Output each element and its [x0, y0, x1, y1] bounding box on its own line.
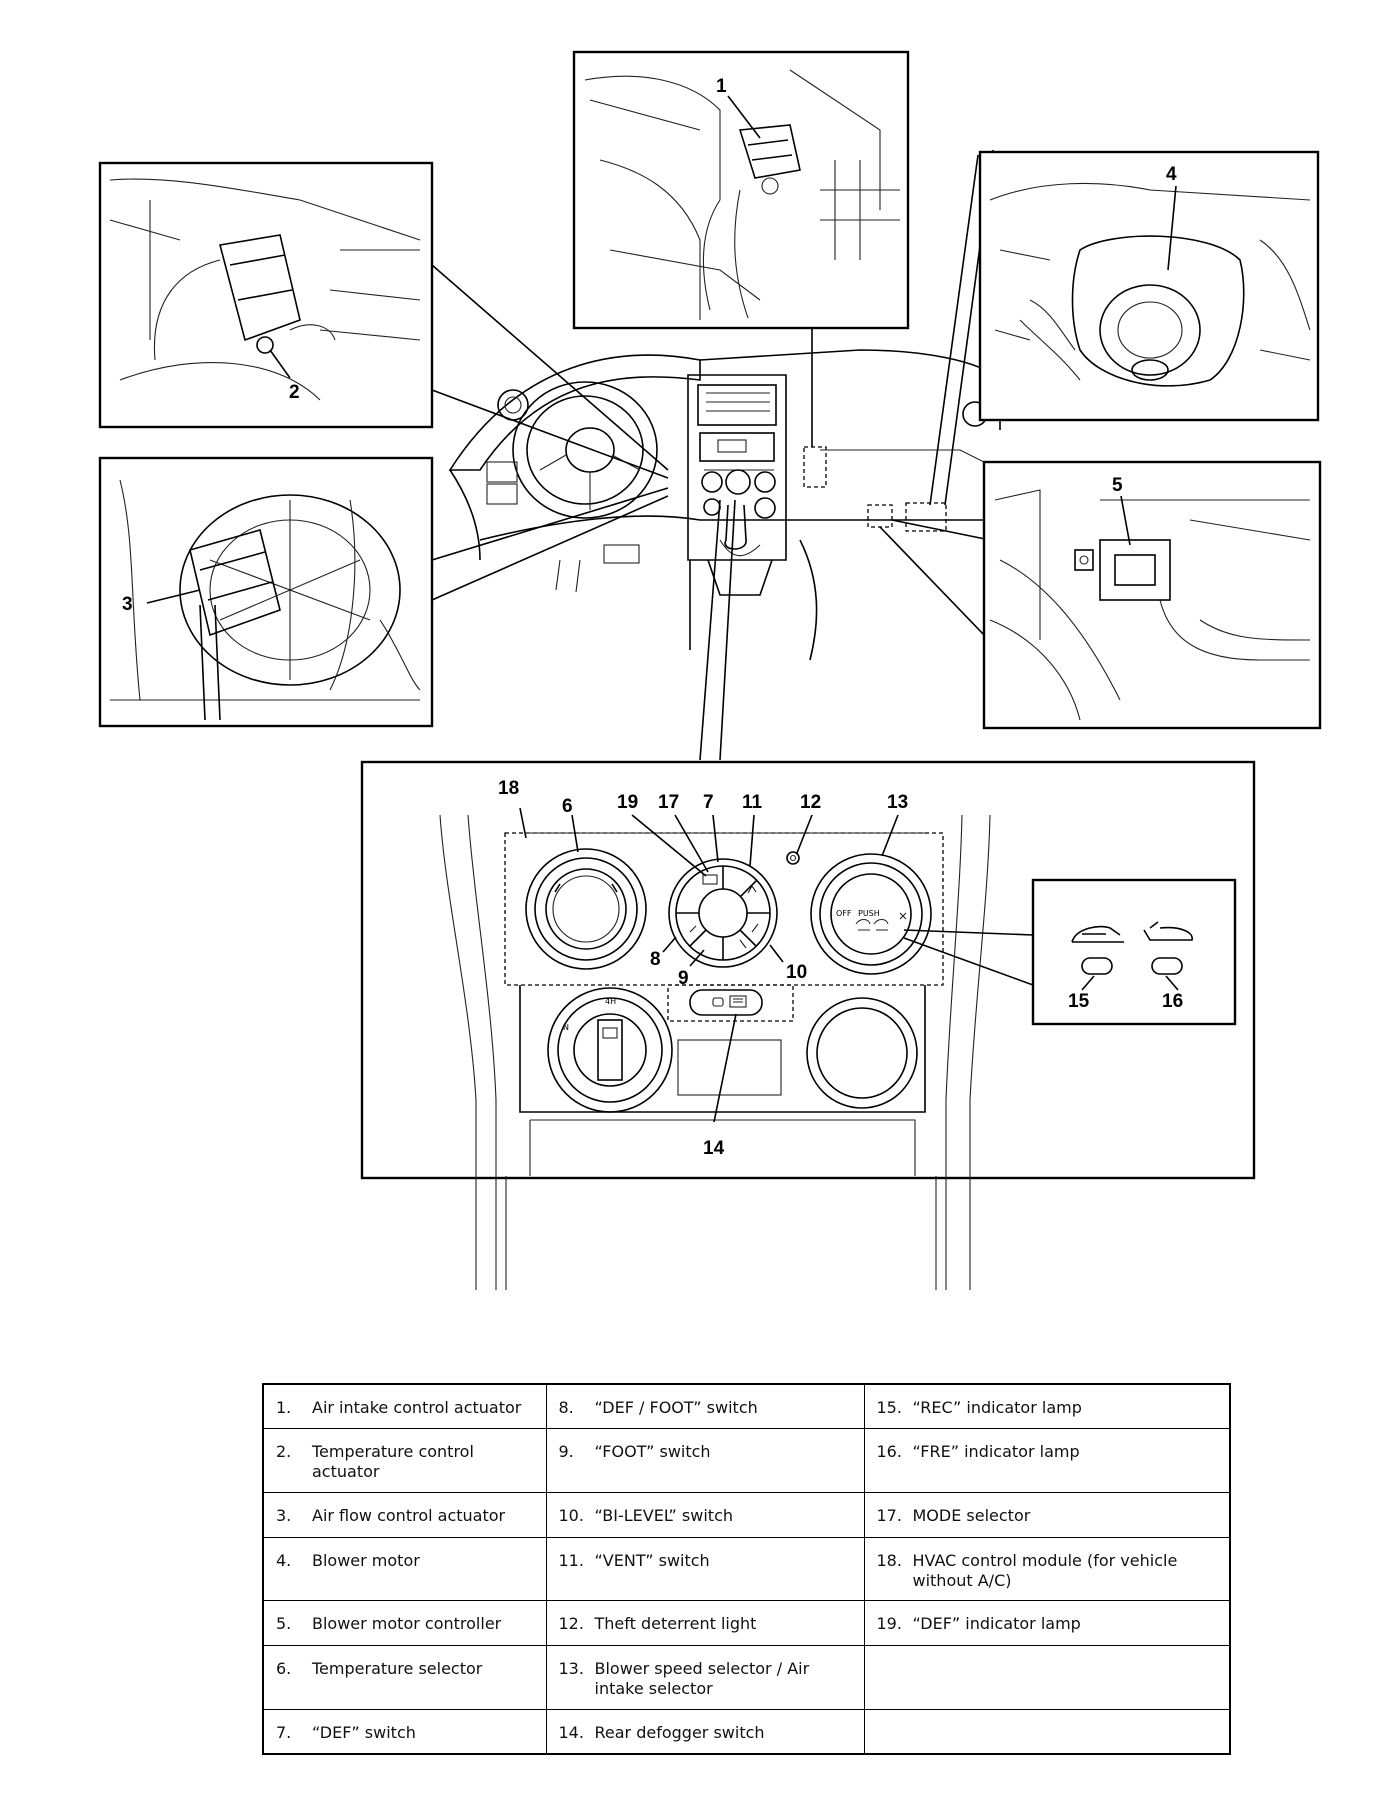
legend-cell: 2. Temperature control actuator	[262, 1428, 547, 1493]
inset-blower-motor: 4	[978, 150, 1320, 422]
legend-row: 2. Temperature control actuator 9. “FOOT” …	[262, 1428, 1231, 1493]
legend-text: “FOOT” switch	[594, 1442, 711, 1462]
legend-text: Blower motor controller	[312, 1614, 502, 1634]
legend-number: 6.	[276, 1659, 292, 1678]
legend-cell: 10. “BI-LEVEL” switch	[545, 1491, 865, 1538]
legend-cell: 5. Blower motor controller	[262, 1600, 547, 1646]
legend-text: “VENT” switch	[594, 1550, 710, 1570]
legend-row: 5. Blower motor controller 12. Theft deter…	[262, 1600, 1231, 1646]
inset-blower-controller: 5	[982, 460, 1322, 730]
legend-text: Temperature selector	[312, 1659, 483, 1678]
legend-number: 14.	[558, 1722, 584, 1742]
legend-cell	[863, 1645, 1231, 1710]
legend-cell: 18. HVAC control module (for vehicle with…	[863, 1536, 1231, 1602]
callout-12: 12	[800, 792, 821, 813]
callout-7: 7	[703, 792, 714, 813]
leader-lines	[431, 149, 994, 761]
legend-cell: 13. Blower speed selector / Air intake se…	[545, 1645, 865, 1710]
legend-cell: 11. “VENT” switch	[545, 1536, 865, 1602]
inset-air-flow-actuator: 3	[98, 456, 434, 728]
legend-number: 15.	[876, 1398, 902, 1417]
legend-row: 7. “DEF” switch 14. Rear defogger switch	[262, 1708, 1231, 1755]
callout-8: 8	[650, 949, 661, 970]
legend-number: 1.	[276, 1398, 292, 1417]
legend-number: 5.	[276, 1614, 292, 1634]
legend-number: 2.	[276, 1442, 292, 1462]
callout-19: 19	[617, 792, 638, 813]
callout-1: 1	[716, 76, 727, 97]
hvac-component-location-diagram: 1 2 3 4	[98, 50, 1322, 1290]
callout-6: 6	[562, 796, 573, 817]
legend-number: 11.	[558, 1550, 584, 1570]
legend-row: 3. Air flow control actuator 10. “BI-LEVEL…	[262, 1491, 1231, 1538]
4h-label: 4H	[605, 997, 616, 1006]
legend-row: 4. Blower motor 11. “VENT” switch 18. HVAC …	[262, 1536, 1231, 1602]
legend-cell: 17. MODE selector	[863, 1491, 1231, 1538]
legend-cell: 19. “DEF” indicator lamp	[863, 1600, 1231, 1646]
callout-2: 2	[289, 382, 300, 403]
legend-text: Air flow control actuator	[312, 1505, 506, 1525]
legend-text: Air intake control actuator	[312, 1398, 522, 1417]
legend-number: 17.	[876, 1505, 902, 1525]
legend-cell: 15. “REC” indicator lamp	[863, 1383, 1231, 1430]
legend-text: Theft deterrent light	[594, 1614, 757, 1634]
inset-air-intake-actuator: 1	[572, 50, 910, 330]
callout-5: 5	[1112, 475, 1123, 496]
push-label: PUSH	[858, 909, 880, 918]
legend-text: “REC” indicator lamp	[912, 1398, 1082, 1417]
component-legend-table: 1. Air intake control actuator 8. “DEF / F…	[262, 1383, 1231, 1755]
callout-13: 13	[887, 792, 908, 813]
callout-9: 9	[678, 968, 689, 989]
legend-number: 3.	[276, 1505, 292, 1525]
callout-10: 10	[786, 962, 807, 983]
legend-number: 9.	[558, 1442, 574, 1462]
legend-cell: 8. “DEF / FOOT” switch	[545, 1383, 865, 1430]
legend-cell: 7. “DEF” switch	[262, 1708, 547, 1755]
legend-cell: 16. “FRE” indicator lamp	[863, 1428, 1231, 1493]
callout-3: 3	[122, 594, 133, 615]
legend-number: 8.	[558, 1398, 574, 1417]
legend-number: 12.	[558, 1614, 584, 1634]
legend-cell	[863, 1708, 1231, 1755]
legend-text: HVAC control module (for vehicle without…	[912, 1550, 1178, 1590]
legend-cell: 4. Blower motor	[262, 1536, 547, 1602]
callout-18: 18	[498, 778, 519, 799]
off-label: OFF	[836, 909, 852, 918]
legend-cell: 14. Rear defogger switch	[545, 1708, 865, 1755]
legend-cell: 9. “FOOT” switch	[545, 1428, 865, 1493]
callout-16: 16	[1162, 991, 1183, 1012]
legend-row: 6. Temperature selector 13. Blower speed s…	[262, 1645, 1231, 1710]
legend-number: 4.	[276, 1550, 292, 1570]
legend-text: Rear defogger switch	[594, 1722, 765, 1742]
legend-number: 18.	[876, 1550, 902, 1570]
legend-text: “FRE” indicator lamp	[912, 1442, 1080, 1462]
callout-14: 14	[703, 1138, 725, 1159]
legend-cell: 3. Air flow control actuator	[262, 1491, 547, 1538]
legend-number: 16.	[876, 1442, 902, 1462]
legend-number: 13.	[558, 1659, 584, 1678]
legend-text: “DEF / FOOT” switch	[594, 1398, 758, 1417]
callout-15: 15	[1068, 991, 1090, 1012]
legend-number: 19.	[876, 1614, 902, 1634]
legend-text: “BI-LEVEL” switch	[594, 1505, 734, 1525]
n-label: N	[563, 1023, 569, 1032]
legend-number: 7.	[276, 1722, 292, 1742]
legend-text: “DEF” switch	[312, 1722, 416, 1742]
callout-17: 17	[658, 792, 679, 813]
legend-cell: 1. Air intake control actuator	[262, 1383, 547, 1430]
legend-cell: 6. Temperature selector	[262, 1645, 547, 1710]
legend-number: 10.	[558, 1505, 584, 1525]
legend-text: Blower motor	[312, 1550, 420, 1570]
legend-text: Blower speed selector / Air intake selec…	[594, 1659, 810, 1698]
legend-text: Temperature control actuator	[312, 1442, 474, 1482]
legend-text: “DEF” indicator lamp	[912, 1614, 1081, 1634]
dashboard-illustration	[448, 349, 1001, 661]
callout-4: 4	[1166, 164, 1177, 185]
legend-cell: 12. Theft deterrent light	[545, 1600, 865, 1646]
inset-temperature-actuator: 2	[98, 161, 434, 429]
legend-row: 1. Air intake control actuator 8. “DEF / F…	[262, 1383, 1231, 1430]
callout-11: 11	[742, 792, 763, 813]
hvac-control-panel-detail: OFF PUSH N 4H	[360, 760, 1256, 1290]
legend-text: MODE selector	[912, 1505, 1031, 1525]
